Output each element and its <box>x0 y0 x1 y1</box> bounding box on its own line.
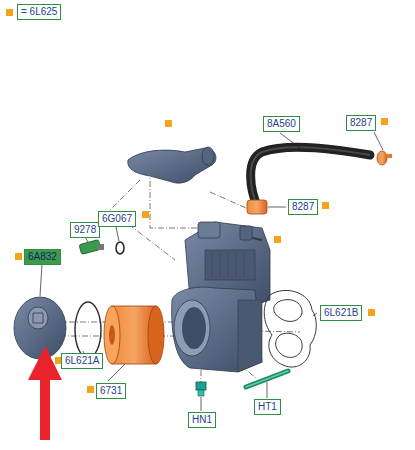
callout-text: 6731 <box>100 385 122 396</box>
callout-number: 6L621A <box>61 353 103 369</box>
callout-number: 6731 <box>96 383 126 399</box>
legend-entry: = 6L625 <box>6 4 61 20</box>
callout-text: HN1 <box>192 414 212 425</box>
callout-text: 8287 <box>292 201 314 212</box>
housing-gasket <box>264 290 316 367</box>
callout-number: 6L621B <box>320 305 362 321</box>
callout-number: 6A832 <box>24 249 61 265</box>
callout-text: 6L621B <box>324 307 358 318</box>
callout-text: HT1 <box>258 401 277 412</box>
drain-plug <box>196 382 206 396</box>
sealing-ring <box>116 242 124 254</box>
callout-number: 6G067 <box>98 211 136 227</box>
legend-swatch <box>6 9 13 16</box>
oil-pressure-sensor <box>79 240 104 255</box>
filter-housing <box>172 222 270 372</box>
callout-number: 8A560 <box>263 116 300 132</box>
callout-text: 6A832 <box>28 251 57 262</box>
callout-number: 8287 <box>288 199 318 215</box>
filter-cap <box>14 297 66 359</box>
callout-text: 8287 <box>350 117 372 128</box>
red-arrow <box>28 346 62 440</box>
oil-filter-element <box>104 306 164 364</box>
callout-number: 9278 <box>70 222 100 238</box>
o-ring <box>75 302 101 358</box>
legend-text: = 6L625 <box>17 4 61 20</box>
callout-text: 9278 <box>74 224 96 235</box>
hose-clamp <box>247 200 267 214</box>
callout-text: 6G067 <box>102 213 132 224</box>
callout-text: 6L621A <box>65 355 99 366</box>
callout-text: 8A560 <box>267 118 296 129</box>
callout-number: HT1 <box>254 399 281 415</box>
hose-clamp <box>377 151 392 165</box>
callout-number: 8287 <box>346 115 376 131</box>
callout-number: HN1 <box>188 412 216 428</box>
upper-pipe <box>128 148 216 183</box>
